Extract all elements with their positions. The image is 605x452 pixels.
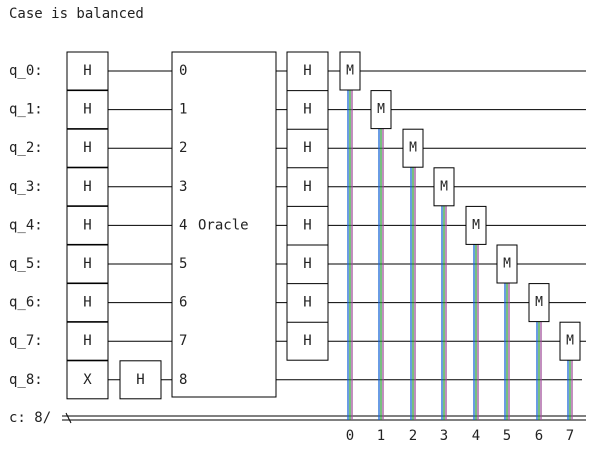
gate-label-col3-0: H [303, 63, 311, 79]
oracle-pin-8: 8 [179, 372, 187, 388]
gate-label-col3-2: H [303, 140, 311, 156]
qubit-label-1: q_1: [9, 102, 43, 118]
measure-label-6: M [535, 295, 543, 310]
qubit-label-5: q_5: [9, 256, 43, 272]
gate-label-col3-3: H [303, 179, 311, 195]
measure-box-4[interactable] [465, 205, 487, 245]
gate-box-q8-h[interactable] [119, 360, 162, 400]
gate-box-col1-2[interactable] [66, 128, 109, 168]
gate-label-col1-0: H [83, 63, 91, 79]
gate-label-col1-6: H [83, 295, 91, 311]
measure-box-6[interactable] [528, 283, 550, 323]
gate-box-col1-8[interactable] [66, 360, 109, 400]
gate-box-col1-4[interactable] [66, 205, 109, 245]
qubit-label-4: q_4: [9, 217, 43, 233]
oracle-label: Oracle [198, 217, 249, 233]
classical-register-slash [65, 412, 72, 424]
gate-label-col1-2: H [83, 140, 91, 156]
classical-bit-label-0: 0 [346, 428, 354, 444]
status-text: Case is balanced [9, 6, 144, 22]
measure-label-2: M [409, 141, 417, 156]
gate-label-col1-7: H [83, 333, 91, 349]
oracle-pin-6: 6 [179, 295, 187, 311]
classical-bit-label-7: 7 [566, 428, 574, 444]
classical-bit-label-3: 3 [440, 428, 448, 444]
measure-box-7[interactable] [559, 321, 581, 361]
measure-label-4: M [472, 218, 480, 233]
measure-label-3: M [440, 179, 448, 194]
oracle-pin-0: 0 [179, 63, 187, 79]
classical-bit-label-6: 6 [535, 428, 543, 444]
oracle-pin-1: 1 [179, 102, 187, 118]
measure-box-3[interactable] [433, 167, 455, 207]
measure-label-0: M [346, 64, 354, 79]
classical-bit-label-2: 2 [409, 428, 417, 444]
gate-label-col3-4: H [303, 217, 311, 233]
qubit-label-8: q_8: [9, 372, 43, 388]
classical-register-label: c: 8/ [9, 410, 51, 426]
oracle-pin-4: 4 [179, 217, 187, 233]
gate-box-col1-6[interactable] [66, 283, 109, 323]
measure-box-2[interactable] [402, 128, 424, 168]
oracle-pin-2: 2 [179, 140, 187, 156]
gate-box-col1-7[interactable] [66, 321, 109, 361]
gate-label-col1-8: X [83, 372, 92, 388]
oracle-box[interactable] [171, 51, 277, 398]
gate-box-col1-0[interactable] [66, 51, 109, 91]
qubit-label-0: q_0: [9, 63, 43, 79]
measure-box-1[interactable] [370, 90, 392, 130]
classical-bit-label-4: 4 [472, 428, 480, 444]
gate-label-col3-6: H [303, 295, 311, 311]
gate-label-col1-3: H [83, 179, 91, 195]
oracle-pin-5: 5 [179, 256, 187, 272]
gate-label-col1-5: H [83, 256, 91, 272]
qubit-label-6: q_6: [9, 295, 43, 311]
measure-label-5: M [503, 257, 511, 272]
measure-box-5[interactable] [496, 244, 518, 284]
gate-label-col1-4: H [83, 217, 91, 233]
oracle-pin-7: 7 [179, 333, 187, 349]
gate-label-q8-h: H [136, 372, 144, 388]
gate-label-col3-5: H [303, 256, 311, 272]
measure-label-7: M [566, 334, 574, 349]
qubit-label-7: q_7: [9, 333, 43, 349]
qubit-label-2: q_2: [9, 140, 43, 156]
classical-bit-label-1: 1 [377, 428, 385, 444]
gate-box-col1-1[interactable] [66, 90, 109, 130]
gate-label-col3-7: H [303, 333, 311, 349]
gate-box-col1-3[interactable] [66, 167, 109, 207]
classical-bit-label-5: 5 [503, 428, 511, 444]
measure-box-0[interactable] [339, 51, 361, 91]
gate-box-col1-5[interactable] [66, 244, 109, 284]
measure-label-1: M [377, 102, 385, 117]
gate-label-col1-1: H [83, 102, 91, 118]
oracle-pin-3: 3 [179, 179, 187, 195]
gate-label-col3-1: H [303, 102, 311, 118]
qubit-label-3: q_3: [9, 179, 43, 195]
